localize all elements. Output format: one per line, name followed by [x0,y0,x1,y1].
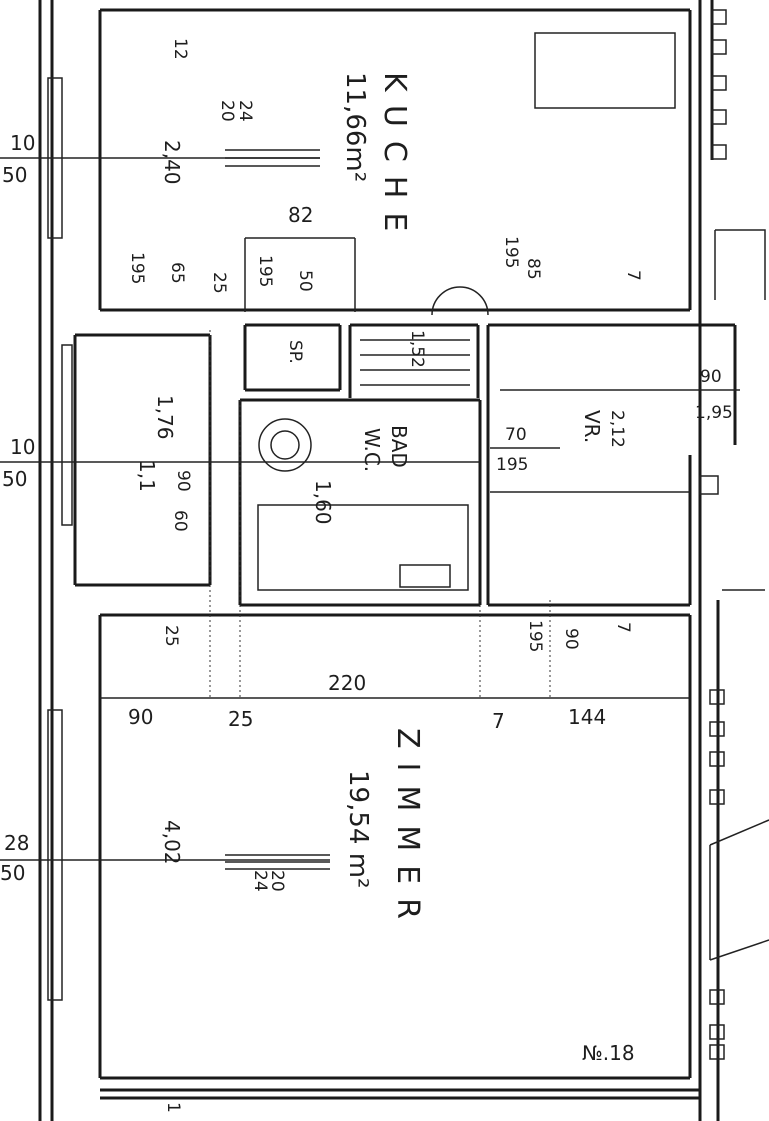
living-walls [98,613,692,1080]
living-window-top: 20 [267,870,287,892]
dimension-lines [0,149,740,870]
door-swing [431,286,489,316]
hall-dim: 2,12 [607,410,627,448]
dim-144: 144 [568,705,606,729]
dim-25a: 25 [228,707,253,731]
living-window-bot: 24 [250,870,270,892]
dim-hall195b: 195 [496,455,528,475]
right-wall [698,0,720,1121]
tub-drain [399,564,451,588]
dim-v25: 25 [161,625,181,647]
hall-name: VR. [580,410,604,443]
side-room-walls [73,333,212,587]
dim-left50a: 50 [2,163,27,187]
bottom-wall [100,1088,700,1100]
kitchen-walls [98,8,692,312]
dim-k195b: 195 [127,252,147,284]
dim-bottom1: 1 [163,1102,183,1113]
dim-left28: 28 [4,831,29,855]
living-area: 19,54 m² [343,770,373,888]
dim-7: 7 [492,709,505,733]
dim-left50c: 50 [0,861,25,885]
living-radiator [225,854,330,870]
dim-left50b: 50 [2,467,27,491]
kitchen-window-bot: 24 [235,100,255,122]
kitchen-vert-dim: 2,40 [160,140,184,185]
kitchen-radiator [225,149,320,167]
living-vert-dim: 4,02 [160,820,184,865]
dim-left10a: 10 [10,131,35,155]
kitchen-name: KUCHE [377,72,412,245]
toilet-bowl [258,418,312,472]
pantry-walls [243,323,342,392]
dim-hall90: 90 [700,367,722,387]
right-markers [699,9,727,1060]
bath-walls [238,398,482,607]
dimline-hall [490,389,740,493]
dim-low7: 7 [613,622,633,633]
right-door [709,819,769,961]
living-name: ZIMMER [390,728,425,933]
side-win-bot: 60 [170,510,190,532]
dim-82: 82 [288,203,313,227]
dim-left10b: 10 [10,435,35,459]
dim-k195c: 195 [501,236,521,268]
dim-hall70: 70 [505,425,527,445]
dim-k7: 7 [623,270,643,281]
window-living [47,709,63,1001]
stair-treads [360,339,470,386]
walls [38,0,737,1121]
dim-k50: 50 [295,270,315,292]
hall-walls [486,323,737,607]
right-fixtures [714,229,766,591]
kitchen-counter [534,32,676,109]
dim-k25: 25 [209,272,229,294]
outer-left-wall [38,0,54,1121]
plan-number: №.18 [582,1041,635,1065]
dim-hall195: 1,95 [695,403,733,423]
stair-walls [348,323,480,398]
toilet-inner [270,430,300,460]
dim-90: 90 [128,705,153,729]
kitchen-area: 11,66m² [340,72,370,182]
bathtub [257,504,469,591]
pantry-name: SP. [285,340,305,364]
dimline-82 [244,237,356,312]
bath-dim: 1,60 [311,480,335,525]
bath-sub: W.C. [360,428,384,472]
side-win-top: 90 [173,470,193,492]
kitchen-small: 12 [170,38,190,60]
dim-stairs: 1,52 [407,330,427,368]
window-side [61,344,73,526]
dimline-verticals [209,330,551,700]
side-dim2: 1,1 [135,460,159,492]
dim-220: 220 [328,671,366,695]
dim-k65: 65 [167,262,187,284]
bath-name: BAD [387,425,411,468]
dim-low195: 195 [525,620,545,652]
kitchen-window-top: 20 [217,100,237,122]
dim-k195: 195 [255,255,275,287]
dim-k85: 85 [523,258,543,280]
dim-low90: 90 [561,628,581,650]
side-dim1: 1,76 [153,395,177,440]
